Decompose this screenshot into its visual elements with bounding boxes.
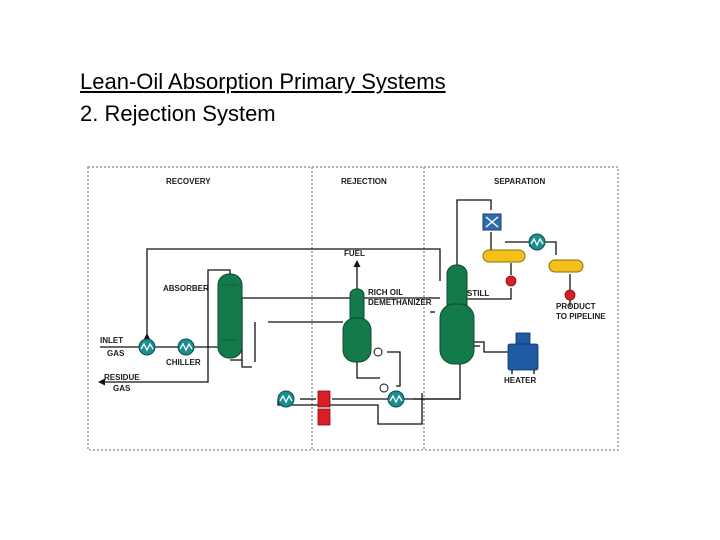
rich-oil-label: RICH OIL xyxy=(368,288,403,297)
heater-label: HEATER xyxy=(504,376,537,385)
pipeline-label: TO PIPELINE xyxy=(556,312,606,321)
lean-oil-exchanger-icon xyxy=(387,390,405,408)
absorber-label: ABSORBER xyxy=(163,284,209,293)
condenser-icon xyxy=(482,213,502,231)
section-label-recovery: RECOVERY xyxy=(166,177,211,186)
chiller-icon xyxy=(177,338,195,356)
demethanizer-label: DEMETHANIZER xyxy=(368,298,432,307)
rejection-exchanger-icon xyxy=(277,390,295,408)
slide-title: Lean-Oil Absorption Primary Systems xyxy=(80,69,446,94)
residue-label: RESIDUE xyxy=(104,373,140,382)
heater-icon xyxy=(507,332,539,374)
absorber-vessel xyxy=(217,273,243,359)
fuel-label: FUEL xyxy=(344,249,365,258)
chiller-label: CHILLER xyxy=(166,358,201,367)
section-frames xyxy=(87,166,619,451)
reboiler-valve-icon xyxy=(373,347,389,393)
inlet-exchanger-icon xyxy=(138,338,156,356)
inlet-gas-label: GAS xyxy=(107,349,125,358)
still-label: STILL xyxy=(467,289,489,298)
product-drum-icon xyxy=(548,259,584,273)
section-label-separation: SEPARATION xyxy=(494,177,545,186)
product-label: PRODUCT xyxy=(556,302,596,311)
reflux-drum-icon xyxy=(482,249,526,263)
inlet-label: INLET xyxy=(100,336,123,345)
flow-lines xyxy=(98,199,571,425)
residue-gas-label: GAS xyxy=(113,384,131,393)
pump-icon xyxy=(317,275,576,426)
product-cooler-icon xyxy=(528,233,546,251)
still-vessel xyxy=(439,264,475,365)
slide-subtitle: 2. Rejection System xyxy=(80,101,276,126)
section-label-rejection: REJECTION xyxy=(341,177,387,186)
demethanizer-vessel xyxy=(342,288,372,363)
